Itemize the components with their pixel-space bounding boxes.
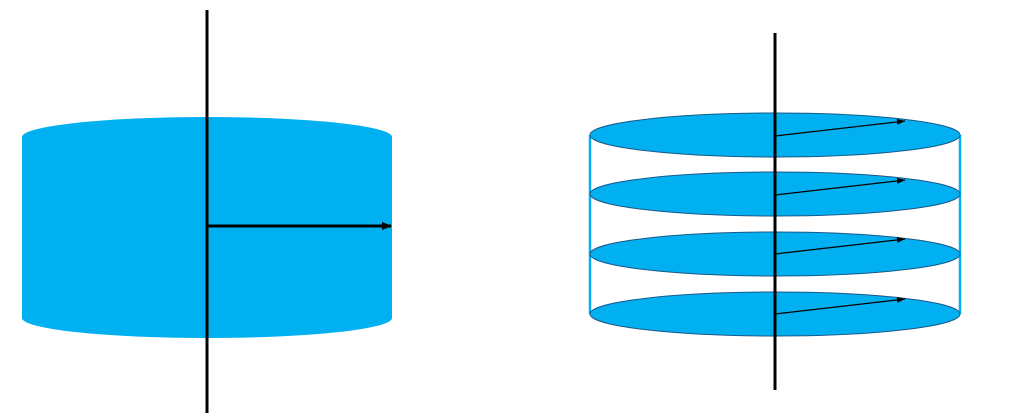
disk-2-radius-arrow — [774, 177, 906, 196]
solid-cylinder — [22, 10, 392, 413]
disk-4-radius-arrow — [774, 296, 906, 315]
disk-1-radius-arrow — [774, 118, 906, 137]
disk-3-radius-arrow — [774, 236, 906, 255]
stacked-disks — [588, 33, 962, 390]
